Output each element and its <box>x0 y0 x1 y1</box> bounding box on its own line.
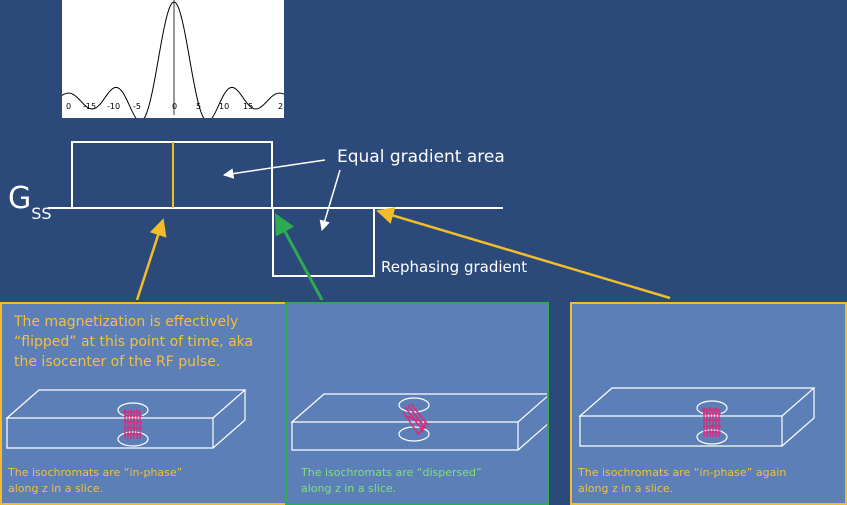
tick-label: 0 <box>172 102 177 111</box>
caption-line: along z in a slice. <box>8 482 104 495</box>
panel-dispersed: The isochromats are “dispersed” along z … <box>285 302 549 505</box>
equal-area-label: Equal gradient area <box>337 147 505 167</box>
equal-area-arrow-2 <box>319 169 341 232</box>
left-panel-arrow <box>135 218 167 300</box>
isochromat-arrows-inphase <box>122 408 142 439</box>
panel-left-caption: The isochromats are “in-phase” along z i… <box>8 465 182 497</box>
tick-label: 0 <box>66 102 71 111</box>
panel-flipped: The magnetization is effectively “flippe… <box>0 302 288 505</box>
isochromat-arrows-dispersed <box>402 403 429 436</box>
panel-left-title: The magnetization is effectively “flippe… <box>14 314 254 370</box>
gss-subscript: SS <box>31 204 52 223</box>
equal-area-arrow-1 <box>222 159 326 179</box>
gss-main: G <box>8 181 32 216</box>
caption-line: along z in a slice. <box>578 482 674 495</box>
isochromat-arrows-rephased <box>701 406 721 437</box>
sinc-curve <box>61 1 285 122</box>
panel-middle-caption: The isochromats are “dispersed” along z … <box>301 465 482 497</box>
sinc-plot: 0 -15 -10 -5 0 5 10 15 2 <box>61 0 285 122</box>
caption-line: along z in a slice. <box>301 482 397 495</box>
gradient-diagram <box>48 141 671 300</box>
tick-label: 2 <box>278 102 283 111</box>
rephasing-label: Rephasing gradient <box>381 258 528 276</box>
middle-panel-arrow <box>274 213 324 300</box>
slice-slab-middle <box>290 393 547 451</box>
panel-rephased: The isochromats are “in-phase” again alo… <box>570 302 847 505</box>
caption-line: The isochromats are “dispersed” <box>301 466 482 479</box>
gss-label: GSS <box>8 184 52 225</box>
tick-label: 15 <box>243 102 253 111</box>
tick-label: 10 <box>219 102 229 111</box>
tick-label: -5 <box>133 102 141 111</box>
panel-right-caption: The isochromats are “in-phase” again alo… <box>578 465 786 497</box>
sinc-plot-svg: 0 -15 -10 -5 0 5 10 15 2 <box>61 0 285 122</box>
right-panel-arrow <box>376 207 671 300</box>
slice-slab-left <box>5 389 247 449</box>
caption-line: The isochromats are “in-phase” again <box>578 466 787 479</box>
slice-slab-right <box>578 387 816 447</box>
caption-line: The isochromats are “in-phase” <box>8 466 183 479</box>
rephasing-lobe <box>272 207 375 277</box>
tick-label: -10 <box>107 102 120 111</box>
tick-label: 5 <box>196 102 201 111</box>
tick-label: -15 <box>83 102 96 111</box>
